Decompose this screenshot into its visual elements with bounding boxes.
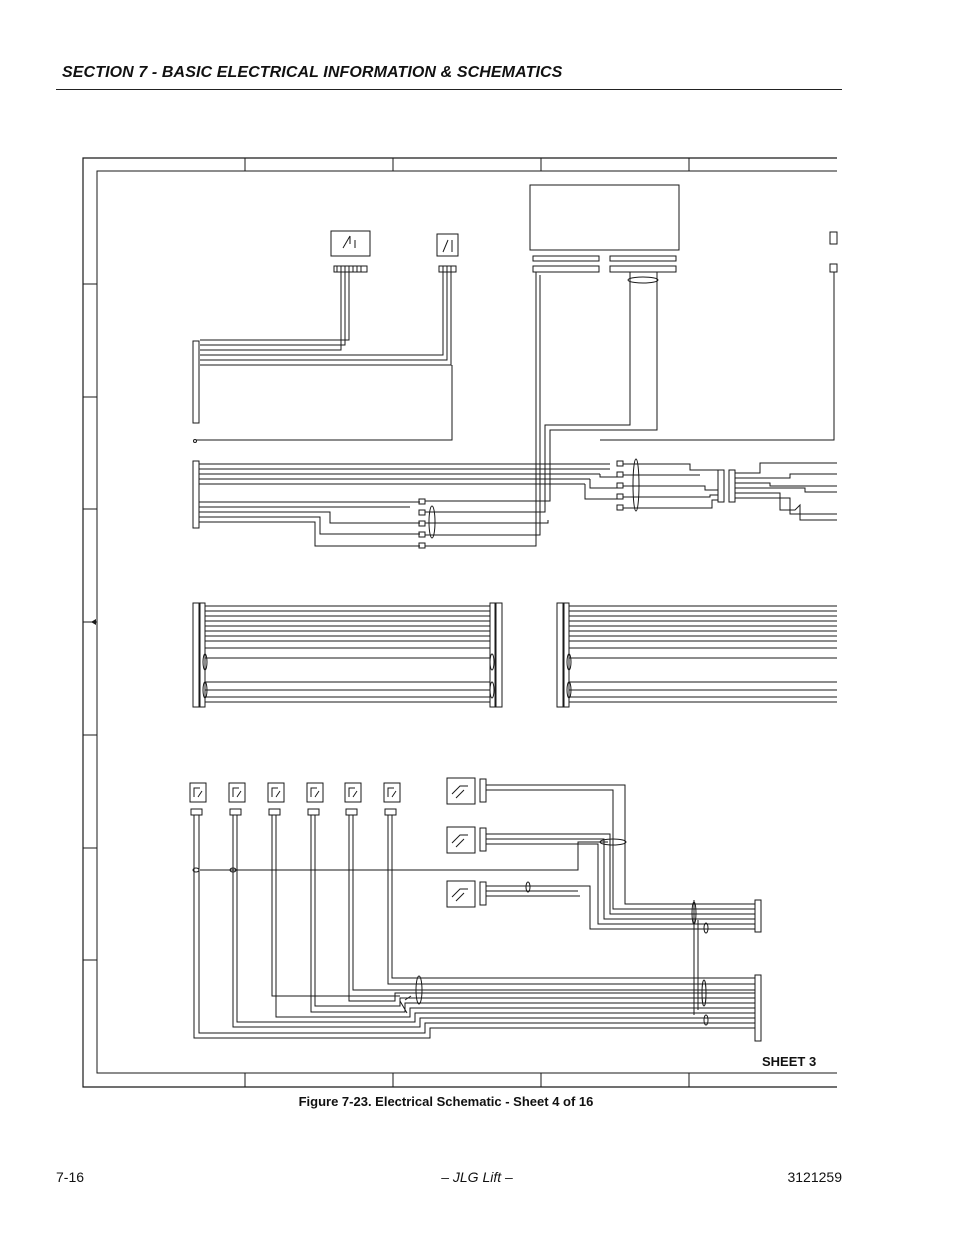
top-switch-2 bbox=[436, 233, 459, 273]
top-switch-1 bbox=[330, 230, 371, 273]
figure-caption: Figure 7-23. Electrical Schematic - Shee… bbox=[0, 1094, 954, 1109]
page-number: 7-16 bbox=[56, 1169, 85, 1185]
section-title: SECTION 7 - BASIC ELECTRICAL INFORMATION… bbox=[62, 64, 563, 81]
control-module bbox=[529, 184, 680, 273]
header-rule bbox=[56, 89, 842, 90]
figure-caption-text: Figure 7-23. Electrical Schematic - Shee… bbox=[298, 1094, 594, 1109]
sheet-label: SHEET 3 bbox=[762, 1054, 817, 1069]
publisher-footer: – JLG Lift – bbox=[441, 1169, 513, 1185]
bottom-sensors bbox=[189, 782, 401, 816]
document-number: 3121259 bbox=[787, 1169, 842, 1185]
top-right-connector bbox=[600, 231, 838, 441]
drawing-frame bbox=[82, 157, 837, 1088]
